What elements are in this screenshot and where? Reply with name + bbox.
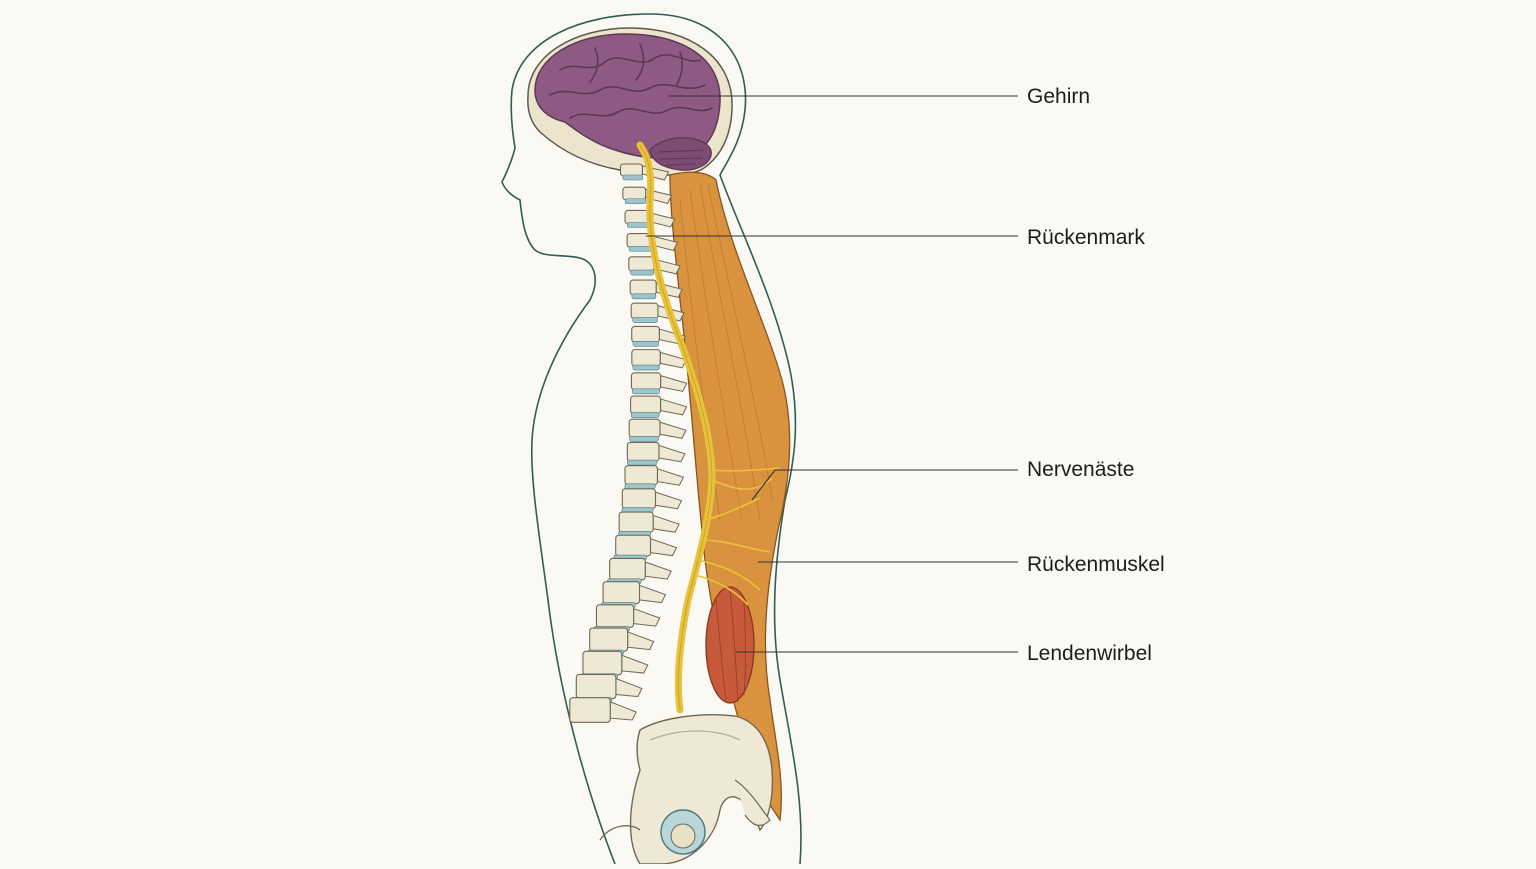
spinous-process: [660, 398, 688, 416]
intervertebral-disc: [624, 198, 647, 205]
nerve-branches: [694, 467, 781, 606]
vertebral-column: [569, 163, 688, 723]
spinous-process: [638, 584, 667, 604]
intervertebral-disc: [622, 174, 644, 181]
vertebra: [589, 627, 629, 652]
vertebra: [609, 557, 646, 581]
vertebra: [582, 650, 623, 676]
intervertebral-disc: [630, 412, 660, 418]
vertebra: [618, 511, 654, 533]
intervertebral-disc: [627, 459, 658, 466]
vertebra: [615, 534, 652, 557]
spinous-process: [644, 561, 672, 580]
spinous-process: [633, 607, 661, 627]
vertebra: [569, 697, 611, 723]
pelvis: [599, 714, 774, 865]
vertebra: [622, 186, 647, 201]
vertebra: [629, 279, 657, 296]
vertebra: [595, 604, 635, 628]
intervertebral-disc: [629, 435, 659, 442]
leader-lines: [646, 95, 1018, 653]
back-muscle: [669, 171, 791, 822]
label-nerve-branches: Nervenäste: [1027, 458, 1135, 481]
intervertebral-disc: [631, 293, 657, 300]
body-outline: [501, 13, 802, 865]
vertebra: [630, 372, 662, 391]
spinous-process: [650, 538, 678, 557]
vertebra: [630, 395, 662, 415]
spinous-process: [659, 421, 687, 439]
label-back-muscle: Rückenmuskel: [1027, 553, 1165, 576]
intervertebral-disc: [630, 269, 655, 276]
vertebra: [624, 465, 658, 486]
label-brain: Gehirn: [1027, 85, 1091, 108]
vertebra: [619, 163, 643, 177]
spinous-process: [615, 677, 643, 698]
vertebra: [631, 325, 660, 343]
vertebra: [575, 673, 617, 700]
label-spinal-cord: Rückenmark: [1027, 226, 1145, 249]
vertebra: [624, 209, 650, 225]
spinous-process: [658, 444, 686, 463]
intervertebral-disc: [628, 245, 652, 252]
intervertebral-disc: [624, 483, 656, 490]
vertebra: [626, 441, 660, 462]
vertebra: [630, 302, 659, 320]
leader-line-nerve-branches: [751, 469, 1018, 501]
vertebra: [631, 349, 661, 367]
spinous-process: [656, 468, 685, 486]
spinous-process: [660, 374, 688, 392]
label-lumbar-vertebra: Lendenwirbel: [1027, 642, 1152, 665]
spinous-process: [652, 514, 680, 533]
intervertebral-disc: [631, 388, 660, 395]
spinous-process: [621, 654, 649, 674]
brain: [534, 33, 721, 171]
spinous-process: [627, 631, 655, 651]
spinous-process: [609, 701, 637, 721]
vertebra: [602, 581, 641, 605]
intervertebral-disc: [632, 317, 658, 323]
vertebra: [621, 488, 657, 510]
vertebra: [628, 256, 655, 272]
intervertebral-disc: [632, 364, 660, 371]
intervertebral-disc: [626, 222, 650, 228]
vertebra: [628, 418, 661, 438]
spinous-process: [654, 491, 683, 510]
intervertebral-disc: [632, 340, 659, 347]
